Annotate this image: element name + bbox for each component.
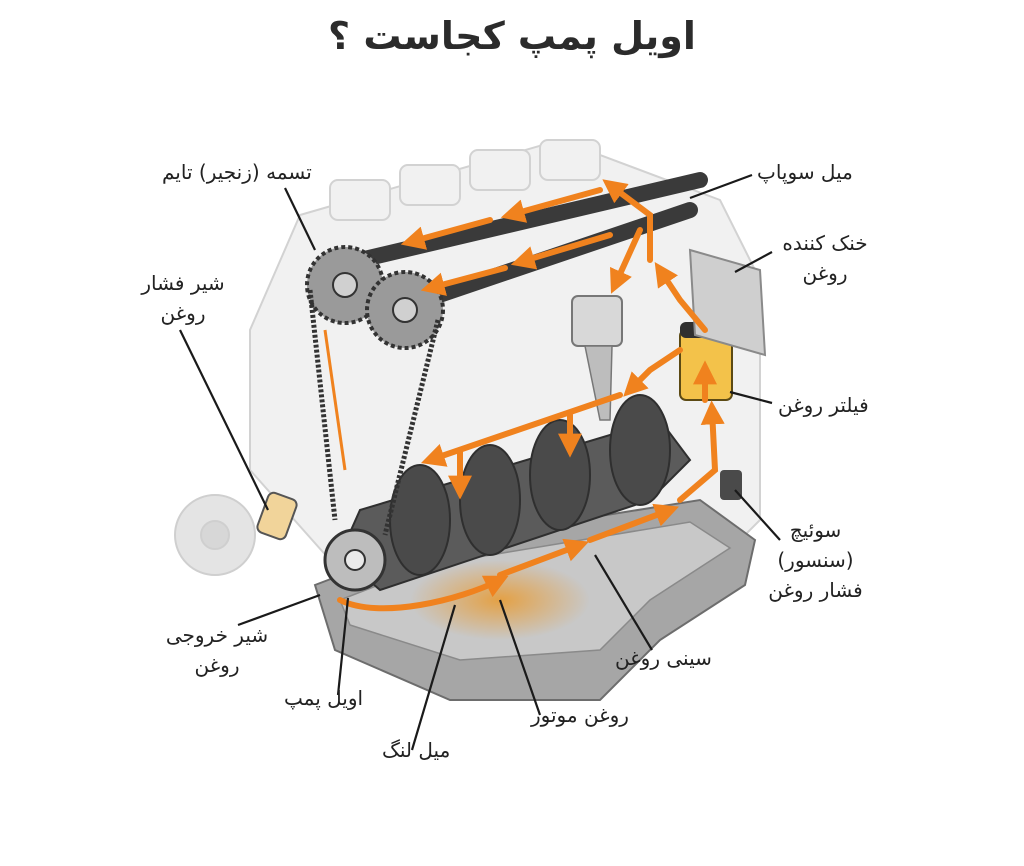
label-pressure-valve: شیر فشار روغن [128,268,238,328]
label-pressure-valve-line2: روغن [160,301,206,325]
label-oil-pump: اویل پمپ [284,686,364,710]
label-oil-cooler-line1: خنک کننده [782,231,868,255]
label-pressure-valve-line1: شیر فشار [141,271,225,295]
label-engine-oil: روغن موتور [531,703,629,727]
label-timing-belt: تسمه (زنجیر) تایم [162,160,312,184]
label-outlet-valve-line2: روغن [194,653,240,677]
timing-sprockets [305,245,445,592]
label-outlet-valve: شیر خروجی روغن [152,620,282,680]
crankshaft-shape [338,394,692,592]
label-outlet-valve-line1: شیر خروجی [165,623,269,647]
alternator [174,494,256,576]
leader-lines [179,173,781,751]
label-sensor-line2: (سنسور) [777,548,854,572]
label-sensor-line3: فشار روغن [768,578,863,602]
label-sensor-line1: سوئیچ [789,518,842,542]
label-camshaft: میل سوپاپ [757,160,853,184]
label-crankshaft: میل لنگ [382,738,451,762]
oil-cooler-shape [688,248,767,357]
pressure-valve-shape [256,491,298,541]
label-pressure-sensor: سوئیچ (سنسور) فشار روغن [763,515,868,605]
page-title: اویل پمپ کجاست ؟ [328,14,696,58]
label-oil-filter: فیلتر روغن [778,393,869,417]
label-oil-cooler: خنک کننده روغن [770,228,880,288]
label-oil-cooler-line2: روغن [802,261,848,285]
label-oil-pan: سینی روغن [615,646,712,670]
oil-flow-arrows [337,179,725,612]
